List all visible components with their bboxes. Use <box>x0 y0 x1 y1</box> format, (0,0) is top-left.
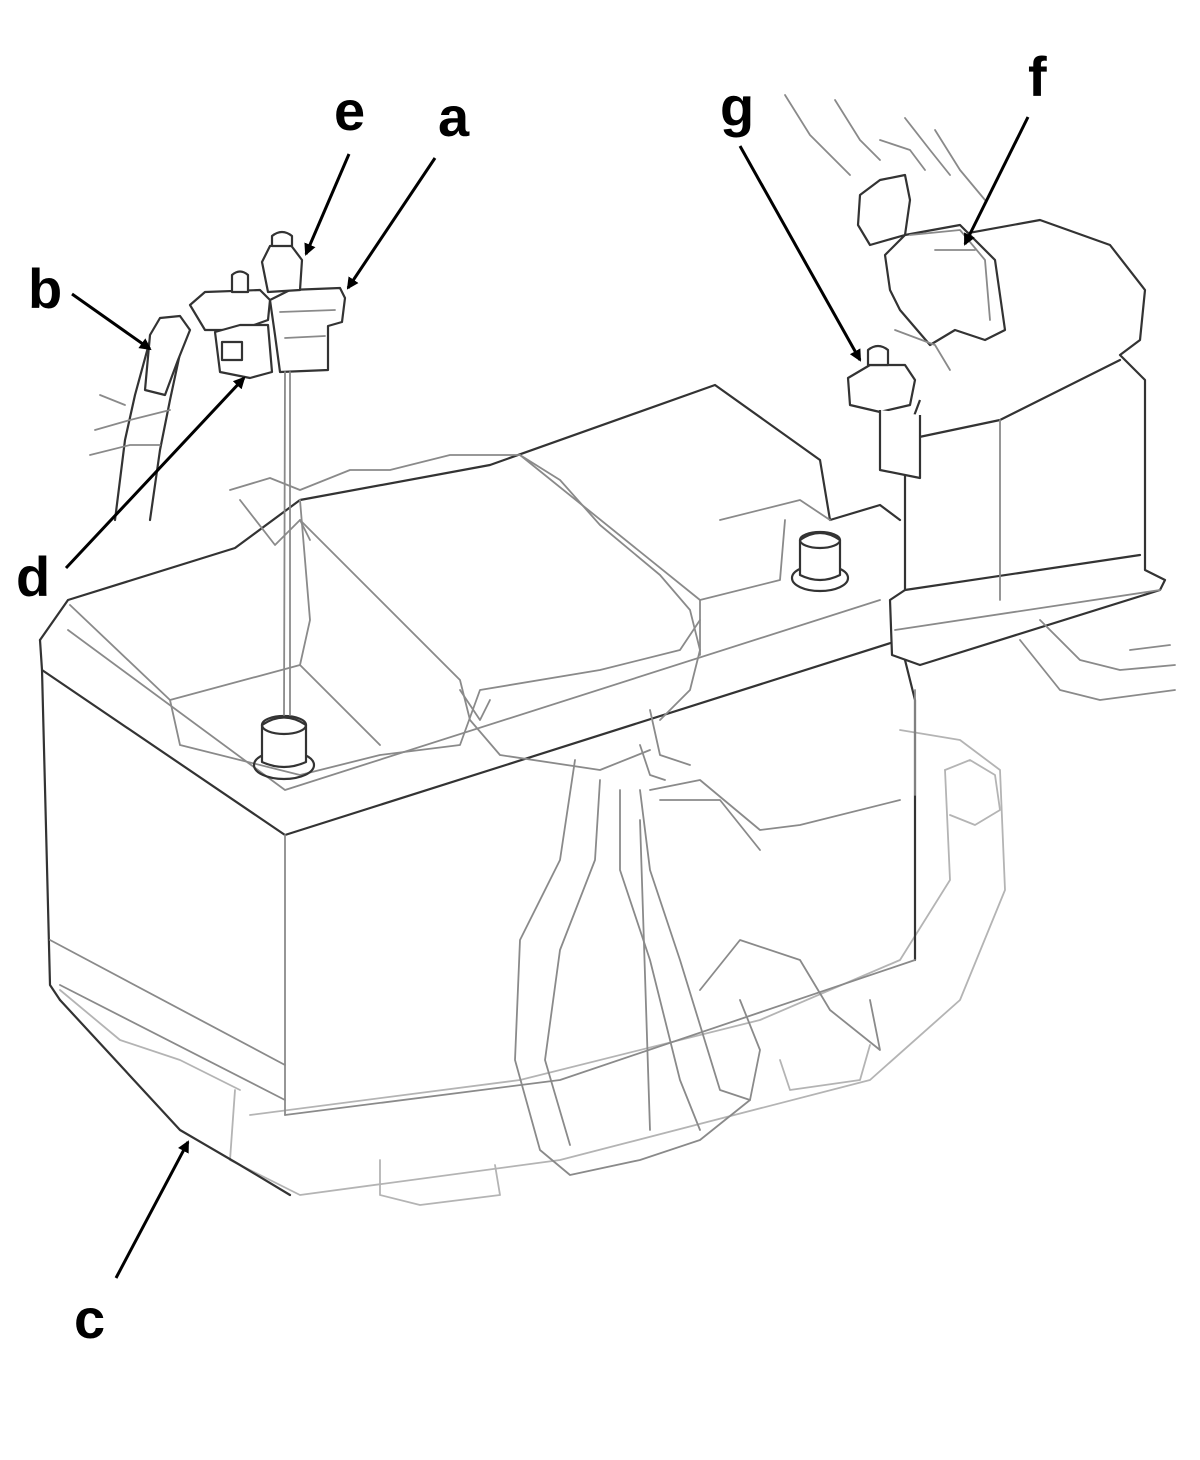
callout-b: b <box>28 257 62 320</box>
leader-line-c <box>114 1140 190 1279</box>
negative-cable-assembly <box>89 230 347 716</box>
leader-line-g <box>738 145 862 362</box>
leader-line-e <box>304 153 351 256</box>
positive-terminal-post <box>790 530 850 593</box>
negative-terminal-post <box>252 714 316 781</box>
callout-c: c <box>74 1287 105 1350</box>
leader-line-a <box>346 157 437 290</box>
battery-tray <box>59 729 1006 1206</box>
hold-down-bracket <box>229 454 901 1176</box>
callout-e: e <box>334 79 365 142</box>
callout-f: f <box>1028 45 1047 108</box>
positive-fuse-box <box>784 94 1176 796</box>
battery-body <box>38 383 917 1197</box>
leader-lines <box>64 116 1030 1279</box>
callout-a: a <box>438 85 470 148</box>
leader-line-d <box>64 376 246 570</box>
leader-line-f <box>963 116 1030 246</box>
callout-g: g <box>720 75 754 138</box>
leader-line-b <box>71 292 152 351</box>
callout-d: d <box>16 545 50 608</box>
callout-labels: a b c d e f g <box>16 45 1047 1350</box>
